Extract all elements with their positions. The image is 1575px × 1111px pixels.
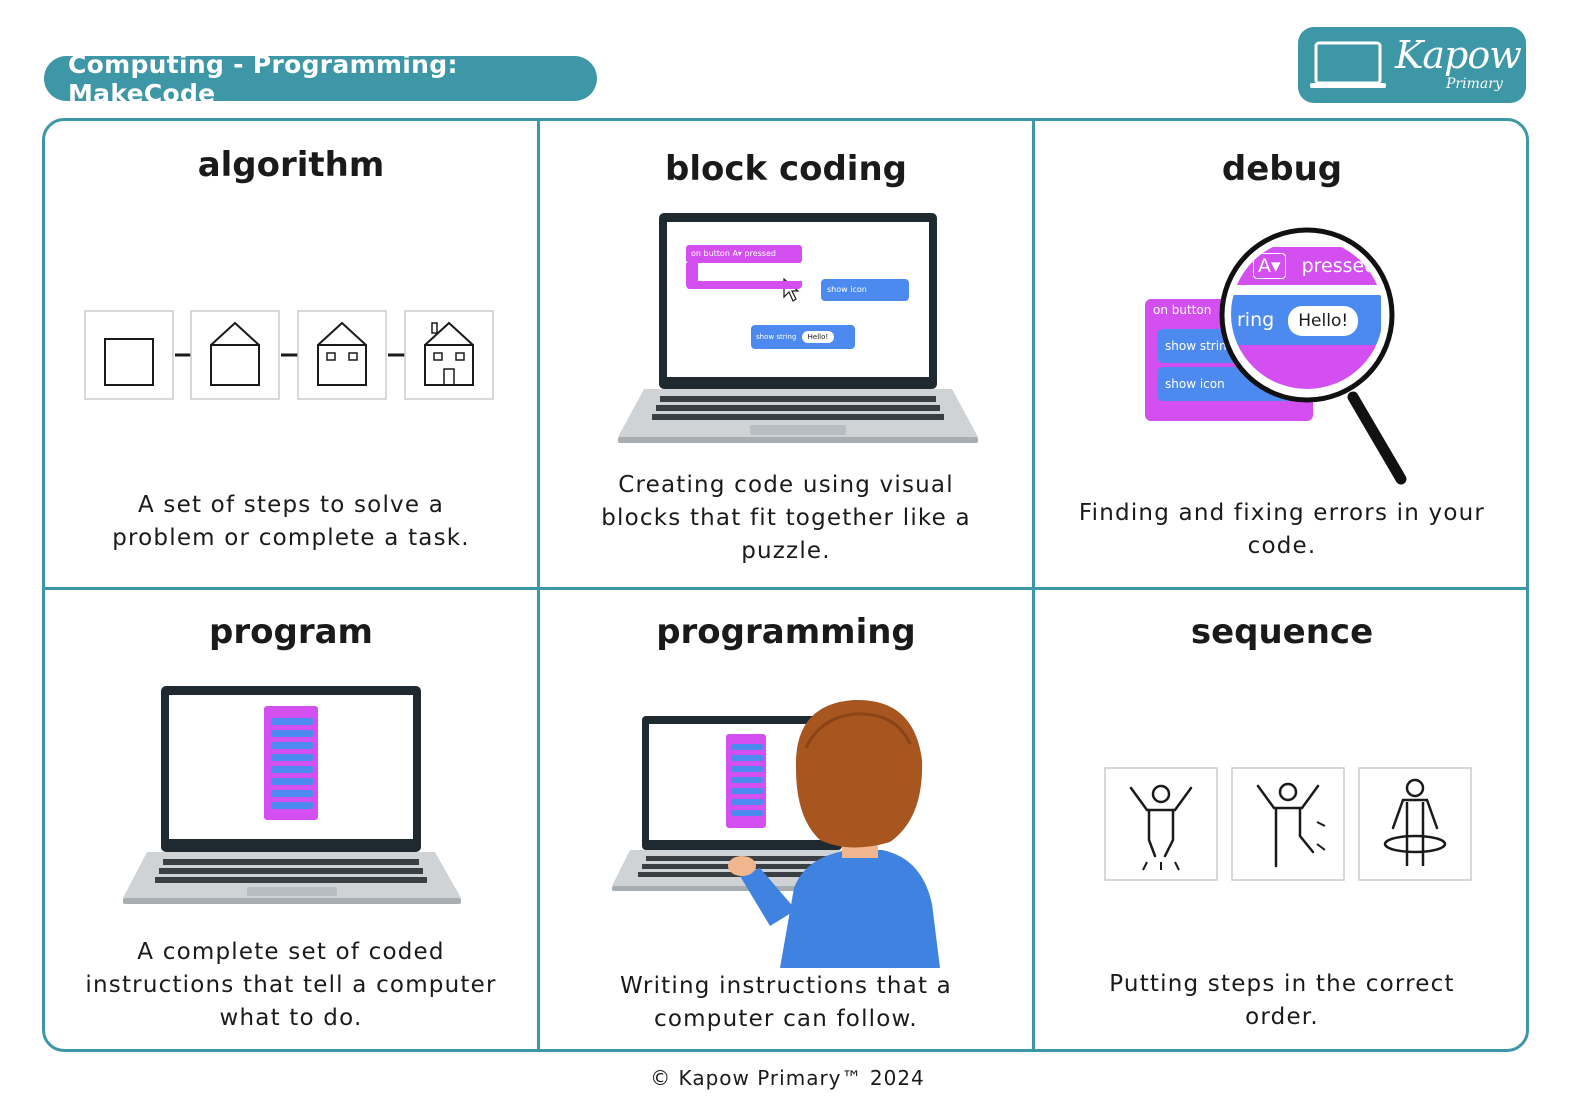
card-program: program A complete set of coded instruct… [45,590,537,1049]
laptop-illustration: on button A▾ pressed show icon show stri… [616,211,980,447]
block-label: show strin [1165,339,1227,353]
dance-steps-icon [1104,767,1472,881]
card-definition: Finding and fixing errors in your code. [1078,500,1486,559]
block-bottom-zoom [1231,345,1383,389]
card-programming: programming Writing instructions that a [540,590,1032,1049]
card-term: sequence [1190,612,1374,652]
magnifier-lens: A▾ pressed ring Hello! [1231,239,1383,389]
on-button-block-mouth [686,263,802,289]
grid-divider [1032,121,1035,1049]
block-label: Hello! [1288,306,1359,336]
string-block-zoom: ring Hello! [1231,295,1381,345]
on-button-block: on button A▾ pressed [686,245,802,263]
block-label: show icon [1165,377,1225,391]
card-block-coding: block coding on button A▾ pressed show i [540,121,1032,587]
laptop-logo-icon [1310,41,1386,88]
card-debug: debug on button show strin show icon A▾ … [1035,121,1526,587]
block-label: A▾ [1253,253,1286,279]
block-label: show icon [827,285,867,294]
card-term: debug [1221,149,1343,189]
pressed-block: A▾ pressed [1231,247,1383,285]
laptop-code-icon [123,686,461,904]
house-steps-icon [84,310,494,400]
kapow-logo: Kapow Primary [1298,27,1526,103]
card-definition: Creating code using visual blocks that f… [601,472,971,564]
card-definition: A complete set of coded instructions tha… [85,939,497,1031]
card-definition: Writing instructions that a computer can… [620,973,952,1032]
card-term: block coding [664,149,907,189]
card-term: programming [656,612,916,652]
card-definition: A set of steps to solve a problem or com… [112,492,470,551]
block-label: on button [1153,303,1212,317]
child-coding-icon [612,699,940,968]
card-algorithm: algorithm A set of steps [45,121,537,587]
magnified-code-illustration: on button show strin show icon A▾ presse… [1143,217,1413,487]
block-label: pressed [1301,255,1377,277]
block-label: show string [756,333,797,341]
copyright-footer: © Kapow Primary™ 2024 [650,1066,925,1090]
show-icon-block: show icon [821,279,909,301]
page-title: Computing - Programming: MakeCode [44,50,597,108]
logo-word: Kapow [1395,33,1522,77]
vocabulary-grid: algorithm A set of steps [42,118,1529,1052]
card-definition: Putting steps in the correct order. [1109,971,1455,1030]
block-label: ring [1237,309,1275,331]
block-label: Hello! [801,331,835,343]
block-label: on button [691,249,730,258]
card-term: algorithm [197,145,385,185]
block-label: pressed [744,249,776,258]
grid-divider [45,587,1526,590]
card-sequence: sequence Putting steps in the correct or… [1035,590,1526,1049]
show-string-block: show string Hello! [751,325,855,349]
card-term: program [209,612,373,652]
logo-sub: Primary [1446,76,1503,92]
grid-divider [537,121,540,1049]
block-label: A▾ [732,249,742,258]
